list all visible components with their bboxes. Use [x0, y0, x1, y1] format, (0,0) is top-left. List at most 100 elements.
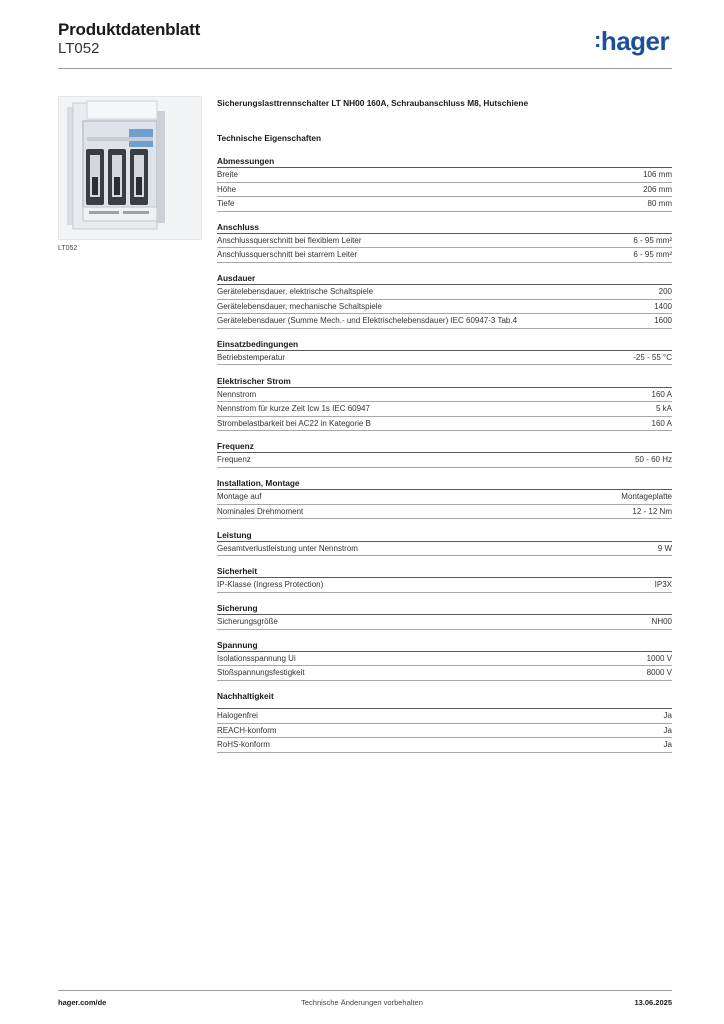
section-einsatzbedingungen: Einsatzbedingungen Betriebstemperatur -25…	[217, 339, 672, 366]
row-label: Nennstrom	[217, 389, 257, 399]
row-value: IP3X	[654, 580, 672, 590]
row-value: Ja	[663, 711, 672, 721]
row-value: 206 mm	[643, 184, 672, 194]
row-value: -25 - 55 °C	[633, 352, 672, 362]
row-value: 6 - 95 mm²	[633, 235, 672, 245]
row-value: 106 mm	[643, 170, 672, 179]
row-label: Nennstrom für kurze Zeit Icw 1s IEC 6094…	[217, 404, 370, 414]
section-title: Sicherung	[217, 603, 672, 616]
row-label: Höhe	[217, 184, 237, 194]
section-title: Elektrischer Strom	[217, 376, 672, 388]
product-code: LT052	[58, 40, 100, 57]
row-label: Montage auf	[217, 492, 262, 502]
table-row: Gerätelebensdauer (Summe Mech.- und Elek…	[217, 314, 672, 329]
table-row: Gesamtverlustleistung unter Nennstrom 9 W	[217, 542, 672, 557]
section-title: Einsatzbedingungen	[217, 339, 672, 351]
product-description: Sicherungslasttrennschalter LT NH00 160A…	[217, 98, 529, 108]
footer-date: 13.06.2025	[634, 998, 672, 1007]
table-row: Betriebstemperatur -25 - 55 °C	[217, 351, 672, 366]
image-caption: LT052	[58, 245, 78, 252]
row-value: 160 A	[651, 418, 672, 428]
row-label: REACH-konform	[217, 725, 277, 735]
page-title: Produktdatenblatt	[58, 20, 201, 39]
row-label: Nominales Drehmoment	[217, 506, 304, 516]
table-row: REACH-konform Ja	[217, 724, 672, 739]
row-value: 5 kA	[655, 404, 672, 414]
row-label: Stoßspannungsfestigkeit	[217, 668, 305, 678]
row-value: 6 - 95 mm²	[633, 250, 672, 260]
row-label: Gerätelebensdauer, elektrische Schaltspi…	[217, 287, 374, 297]
row-label: Anschlussquerschnitt bei flexiblem Leite…	[217, 235, 362, 245]
row-value: Montageplatte	[621, 492, 672, 502]
row-value: 80 mm	[647, 199, 672, 208]
hager-logo: :hager	[594, 26, 670, 57]
section-title: Ausdauer	[217, 273, 672, 286]
row-label: Frequenz	[217, 455, 251, 465]
tech-properties-heading: Technische Eigenschaften	[217, 133, 322, 143]
logo-text: hager	[600, 26, 670, 56]
section-title: Sicherheit	[217, 566, 672, 579]
table-row: Breite 106 mm	[217, 168, 672, 183]
section-anschluss: Anschluss Anschlussquerschnitt bei flexi…	[217, 222, 672, 263]
row-label: Strombelastbarkeit bei AC22 in Kategorie…	[217, 418, 371, 428]
table-row: Halogenfrei Ja	[217, 709, 672, 724]
table-row: Gerätelebensdauer, mechanische Schaltspi…	[217, 300, 672, 315]
table-row: Höhe 206 mm	[217, 183, 672, 197]
row-value: 9 W	[657, 543, 672, 553]
row-value: 50 - 60 Hz	[635, 455, 672, 465]
section-title: Installation, Montage	[217, 478, 672, 491]
row-value: 160 A	[651, 389, 672, 399]
table-row: Frequenz 50 - 60 Hz	[217, 453, 672, 468]
row-value: NH00	[651, 617, 672, 627]
table-row: Nominales Drehmoment 12 - 12 Nm	[217, 505, 672, 520]
logo-dots-icon: :	[594, 27, 601, 52]
row-label: Halogenfrei	[217, 711, 258, 721]
section-title: Frequenz	[217, 441, 672, 454]
row-value: 8000 V	[646, 668, 672, 678]
row-label: Tiefe	[217, 199, 235, 208]
table-row: Tiefe 80 mm	[217, 197, 672, 212]
section-ausdauer: Ausdauer Gerätelebensdauer, elektrische …	[217, 273, 672, 329]
table-row: Nennstrom für kurze Zeit Icw 1s IEC 6094…	[217, 402, 672, 417]
row-label: Sicherungsgröße	[217, 617, 278, 627]
table-row: Montage auf Montageplatte	[217, 490, 672, 505]
table-row: Sicherungsgröße NH00	[217, 615, 672, 630]
product-image	[58, 96, 202, 240]
table-row: RoHS-konform Ja	[217, 738, 672, 753]
row-value: Ja	[663, 725, 672, 735]
technical-content: Sicherungslasttrennschalter LT NH00 160A…	[217, 97, 672, 763]
section-elektrischer-strom: Elektrischer Strom Nennstrom 160 A Nennst…	[217, 376, 672, 432]
section-title: Abmessungen	[217, 156, 672, 168]
table-row: Stoßspannungsfestigkeit 8000 V	[217, 666, 672, 681]
row-label: Gerätelebensdauer (Summe Mech.- und Elek…	[217, 316, 518, 326]
section-title: Leistung	[217, 530, 672, 542]
footer-divider	[58, 990, 672, 991]
footer-website-link[interactable]: hager.com/de	[58, 998, 107, 1007]
header-divider	[58, 68, 672, 69]
table-row: Anschlussquerschnitt bei starrem Leiter 6…	[217, 248, 672, 263]
section-title: Nachhaltigkeit	[217, 691, 672, 710]
row-label: Gerätelebensdauer, mechanische Schaltspi…	[217, 301, 382, 311]
row-label: Breite	[217, 170, 238, 179]
row-label: Anschlussquerschnitt bei starrem Leiter	[217, 250, 358, 260]
row-label: Gesamtverlustleistung unter Nennstrom	[217, 543, 358, 553]
section-leistung: Leistung Gesamtverlustleistung unter Nen…	[217, 530, 672, 557]
table-row: Strombelastbarkeit bei AC22 in Kategorie…	[217, 417, 672, 432]
row-value: Ja	[663, 740, 672, 750]
row-value: 200	[658, 287, 672, 297]
row-label: RoHS-konform	[217, 740, 270, 750]
row-value: 12 - 12 Nm	[632, 506, 672, 516]
row-label: Betriebstemperatur	[217, 352, 286, 362]
row-value: 1600	[654, 316, 672, 326]
row-value: 1400	[654, 301, 672, 311]
section-title: Spannung	[217, 640, 672, 652]
section-title: Anschluss	[217, 222, 672, 234]
section-abmessungen: Abmessungen Breite 106 mm Höhe 206 mm Tief…	[217, 156, 672, 212]
table-row: Gerätelebensdauer, elektrische Schaltspi…	[217, 285, 672, 300]
table-row: Anschlussquerschnitt bei flexiblem Leite…	[217, 234, 672, 249]
